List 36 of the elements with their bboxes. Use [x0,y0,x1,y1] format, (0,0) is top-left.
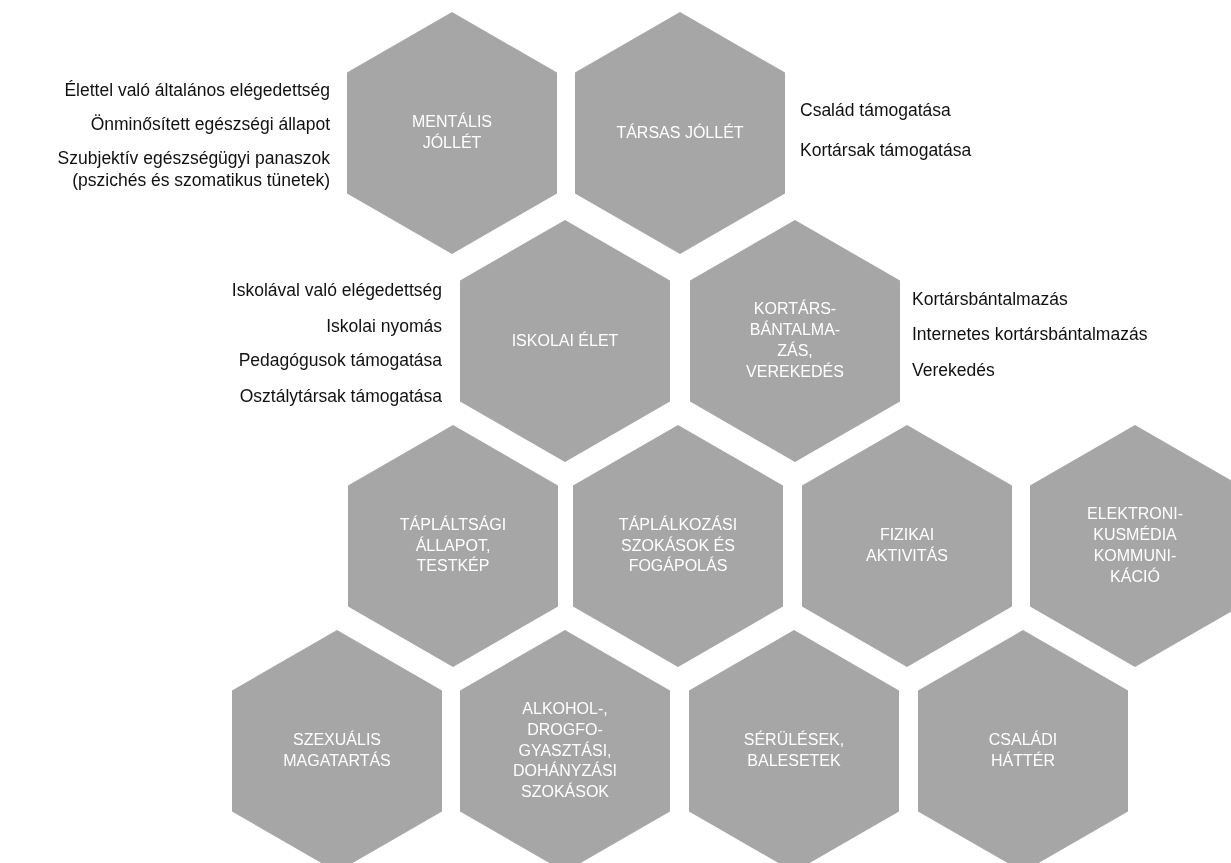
category-label: SZEXUÁLIS MAGATARTÁS [282,730,392,771]
category-label: FIZIKAI AKTIVITÁS [865,525,949,566]
category-label: ALKOHOL-, DROGFO-GYASZTÁSI, DOHÁNYZÁSI SZOKÁSOK [512,699,618,803]
hexagon-tile [802,425,1012,667]
hexagon-tile [348,425,558,667]
hexagon-tile [347,12,557,254]
indicator-text: Család támogatása [800,100,951,122]
hexagon-tile [232,630,442,863]
indicator-text: Osztálytársak támogatása [238,386,442,408]
category-label: KORTÁRS-BÁNTALMA-ZÁS, VEREKEDÉS [745,299,845,382]
indicator-text: Verekedés [912,360,995,382]
category-label: ISKOLAI ÉLET [510,330,620,351]
hexagon-tile [460,220,670,462]
category-label: SÉRÜLÉSEK, BALESETEK [742,730,846,771]
category-label: ELEKTRONI-KUSMÉDIA KOMMUNI-KÁCIÓ [1086,504,1184,587]
indicator-text: Szubjektív egészségügyi panaszok (pszichés és szomatikus tünetek) [56,148,330,192]
indicator-text: Élettel való általános elégedettség [63,80,330,102]
hexagon-tile [918,630,1128,863]
indicator-text: Kortársbántalmazás [912,289,1068,311]
hexagon-tile [573,425,783,667]
hexagon-tile [460,630,670,863]
indicator-text: Kortársak támogatása [800,140,972,162]
indicator-text: Iskolával való elégedettség [230,280,442,302]
category-label: TÁPLÁLTSÁGI ÁLLAPOT, TESTKÉP [398,514,508,577]
hexagon-tile [690,220,900,462]
indicator-text: Önminősített egészségi állapot [89,114,330,136]
hexagon-tile [1030,425,1231,667]
category-label: TÁRSAS JÓLLÉT [615,122,745,143]
indicator-text: Pedagógusok támogatása [237,350,442,372]
category-label: TÁPLÁLKOZÁSI SZOKÁSOK ÉS FOGÁPOLÁS [617,514,739,577]
category-label: MENTÁLIS JÓLLÉT [411,112,493,153]
hexagon-tile [689,630,899,863]
category-label: CSALÁDI HÁTTÉR [987,730,1059,771]
indicator-text: Iskolai nyomás [325,316,442,338]
hexagon-tile [575,12,785,254]
indicator-text: Internetes kortársbántalmazás [912,324,1148,346]
